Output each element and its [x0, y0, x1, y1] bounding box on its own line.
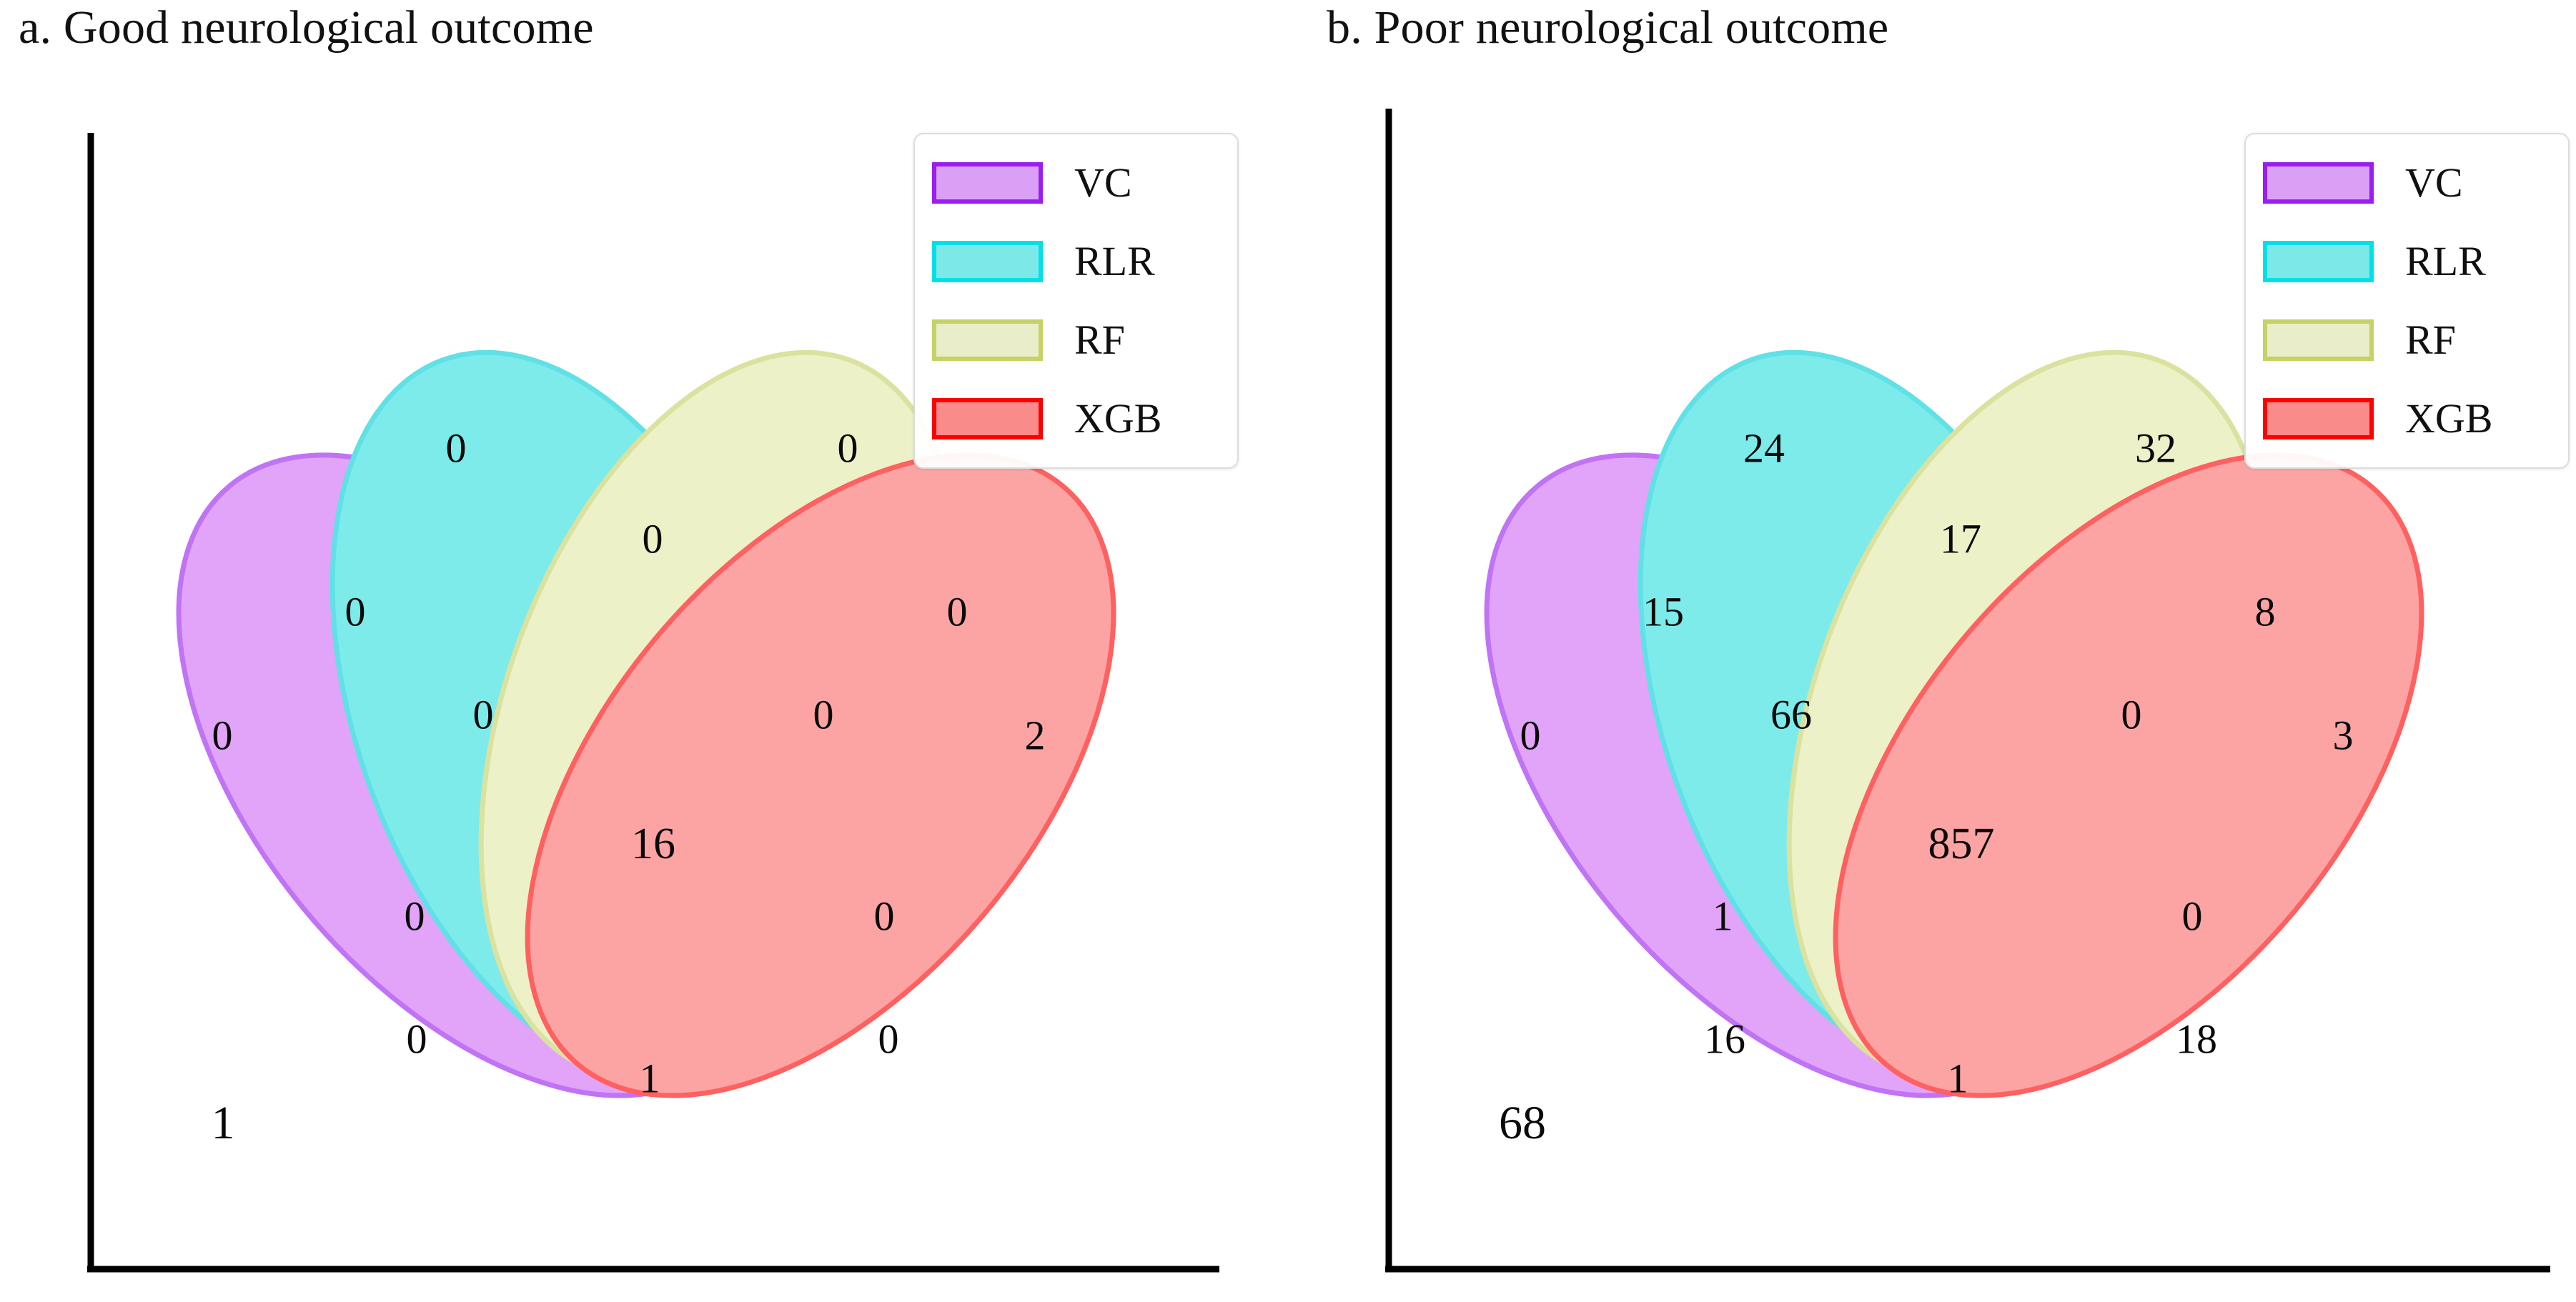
legend-swatch-rlr [932, 241, 1043, 282]
legend-swatch-rf [2263, 319, 2374, 361]
legend-swatch-vc [2263, 162, 2374, 204]
venn-count-rlr-rf: 0 [643, 515, 663, 562]
legend-label-rlr: RLR [1074, 238, 1155, 284]
venn-count-vc-xgb: 0 [407, 1015, 427, 1062]
legend-label-vc: VC [1074, 159, 1132, 206]
panel-b-venn: 0 24 32 3 15 17 8 16 18 66 0 1 0 857 1 6… [1484, 349, 2424, 1149]
venn-count-rlr-rf-xgb: 0 [813, 691, 834, 737]
venn-count-rf: 0 [838, 424, 858, 471]
legend-swatch-xgb [2263, 398, 2374, 439]
venn-count-outside: 68 [1499, 1097, 1546, 1149]
venn-count-all: 857 [1928, 820, 1995, 868]
legend-row-vc[interactable]: VC [2263, 150, 2547, 216]
panel-a-title: a. Good neurological outcome [19, 1, 594, 54]
legend-row-xgb[interactable]: XGB [932, 386, 1216, 452]
venn-count-vc-rlr-xgb: 0 [874, 893, 895, 939]
venn-count-rf-xgb: 0 [947, 588, 968, 635]
venn-count-vc-rf: 0 [405, 893, 425, 939]
venn-count-vc: 0 [212, 712, 233, 758]
panel-poor-outcome: b. Poor neurological outcome 0 24 32 3 1… [1308, 0, 2576, 1302]
venn-count-vc-xgb: 16 [1704, 1015, 1745, 1062]
venn-count-rlr-rf-xgb: 0 [2121, 691, 2142, 737]
venn-count-vc-rlr: 15 [1643, 588, 1684, 635]
legend-swatch-vc [932, 162, 1043, 204]
legend-row-rlr[interactable]: RLR [2263, 229, 2547, 294]
venn-count-vc-rlr: 0 [345, 588, 366, 635]
legend-row-xgb[interactable]: XGB [2263, 386, 2547, 452]
venn-count-vc-rf-xgb: 1 [1948, 1055, 1968, 1101]
venn-count-vc: 0 [1520, 712, 1541, 758]
venn-count-vc-rf: 1 [1713, 893, 1733, 939]
panel-a-venn: 0 0 0 2 0 0 0 0 0 0 0 0 0 16 1 1 [176, 349, 1116, 1149]
legend-label-rf: RF [2405, 317, 2456, 363]
legend-row-rlr[interactable]: RLR [932, 229, 1216, 294]
legend-swatch-xgb [932, 398, 1043, 439]
legend-label-vc: VC [2405, 159, 2463, 206]
panel-b-legend: VC RLR RF XGB [2244, 133, 2570, 469]
venn-count-rf: 32 [2135, 424, 2176, 471]
legend-swatch-rf [932, 319, 1043, 361]
venn-count-rlr-xgb: 18 [2176, 1015, 2217, 1062]
panel-a-axes [87, 133, 1219, 1273]
legend-row-rf[interactable]: RF [932, 307, 1216, 373]
legend-label-rlr: RLR [2405, 238, 2486, 284]
venn-count-outside: 1 [212, 1097, 235, 1149]
venn-count-xgb: 3 [2333, 712, 2354, 758]
venn-count-rlr: 0 [446, 424, 467, 471]
legend-label-xgb: XGB [2405, 395, 2493, 442]
legend-row-rf[interactable]: RF [2263, 307, 2547, 373]
venn-count-rlr-rf: 17 [1940, 515, 1981, 562]
venn-count-vc-rf-xgb: 1 [640, 1055, 660, 1101]
venn-count-rlr-xgb: 0 [878, 1015, 899, 1062]
venn-count-xgb: 2 [1025, 712, 1046, 758]
venn-ellipse-xgb [525, 452, 1116, 1098]
legend-label-xgb: XGB [1074, 395, 1162, 442]
venn-count-rf-xgb: 8 [2255, 588, 2276, 635]
legend-row-vc[interactable]: VC [932, 150, 1216, 216]
legend-swatch-rlr [2263, 241, 2374, 282]
venn-count-vc-rlr-rf: 0 [473, 691, 494, 737]
venn-count-all: 16 [631, 820, 675, 868]
venn-ellipse-xgb [1833, 452, 2424, 1098]
legend-label-rf: RF [1074, 317, 1125, 363]
venn-count-vc-rlr-rf: 66 [1770, 691, 1812, 737]
panel-a-legend: VC RLR RF XGB [913, 133, 1239, 469]
venn-count-rlr: 24 [1743, 424, 1785, 471]
panel-b-axes [1385, 109, 2550, 1273]
panel-b-title: b. Poor neurological outcome [1327, 1, 1889, 54]
panel-good-outcome: a. Good neurological outcome 0 0 0 2 0 0… [19, 1, 1239, 1273]
venn-count-rf-xgb-lower: 0 [2182, 893, 2203, 939]
